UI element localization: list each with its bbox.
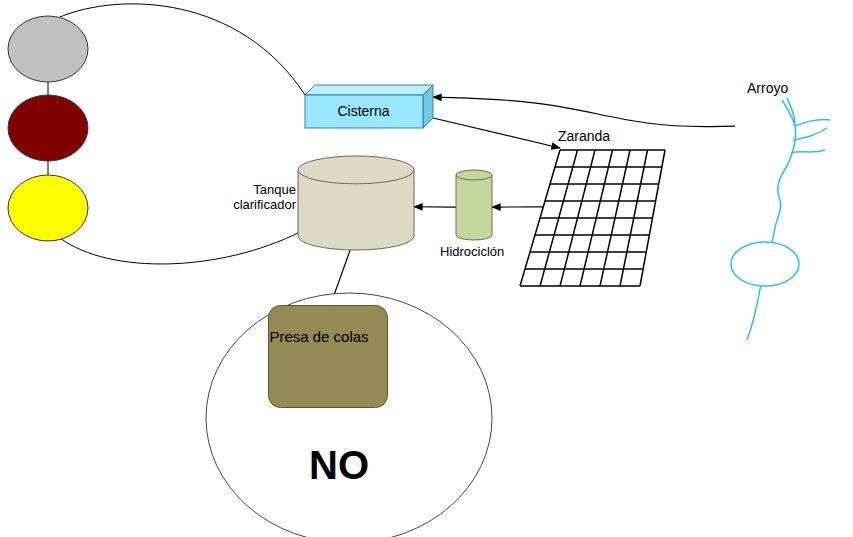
node-label: Hidrociclón xyxy=(440,245,504,260)
node-label: Cisterna xyxy=(337,103,389,119)
screen-grid: Zaranda xyxy=(518,148,668,288)
stream-shape: Arroyo xyxy=(735,78,835,345)
node-label: Tanque clarificador xyxy=(212,183,296,213)
prohibition-label: NO xyxy=(309,442,369,488)
darkred-ellipse xyxy=(8,95,88,161)
flow-arrow xyxy=(414,206,456,208)
grey-ellipse xyxy=(8,16,88,82)
wire-line xyxy=(48,82,49,95)
tailings-dam: Presa de colas xyxy=(268,305,388,408)
wire-line xyxy=(60,232,300,264)
node-label: Zaranda xyxy=(558,128,610,144)
stream-shape-outline xyxy=(735,78,835,345)
screen-grid-outline xyxy=(518,148,668,288)
wire-line xyxy=(60,4,305,95)
flow-arrow xyxy=(492,206,543,208)
tailings-dam-outline xyxy=(268,305,388,408)
hydrocyclone: Hidrociclón xyxy=(456,170,492,240)
flow-arrow xyxy=(433,97,735,127)
node-label: Presa de colas xyxy=(269,328,368,345)
cistern-box: Cisterna xyxy=(305,83,433,130)
clarifier-tank-outline xyxy=(298,156,414,250)
hydrocyclone-outline xyxy=(456,170,492,240)
node-label: Arroyo xyxy=(747,80,788,96)
yellow-ellipse xyxy=(8,175,88,241)
exclusion-circle: NO Presa de colas xyxy=(205,292,493,537)
clarifier-tank: Tanque clarificador xyxy=(298,156,414,250)
flow-arrow xyxy=(433,118,560,148)
wire-line xyxy=(48,161,49,175)
